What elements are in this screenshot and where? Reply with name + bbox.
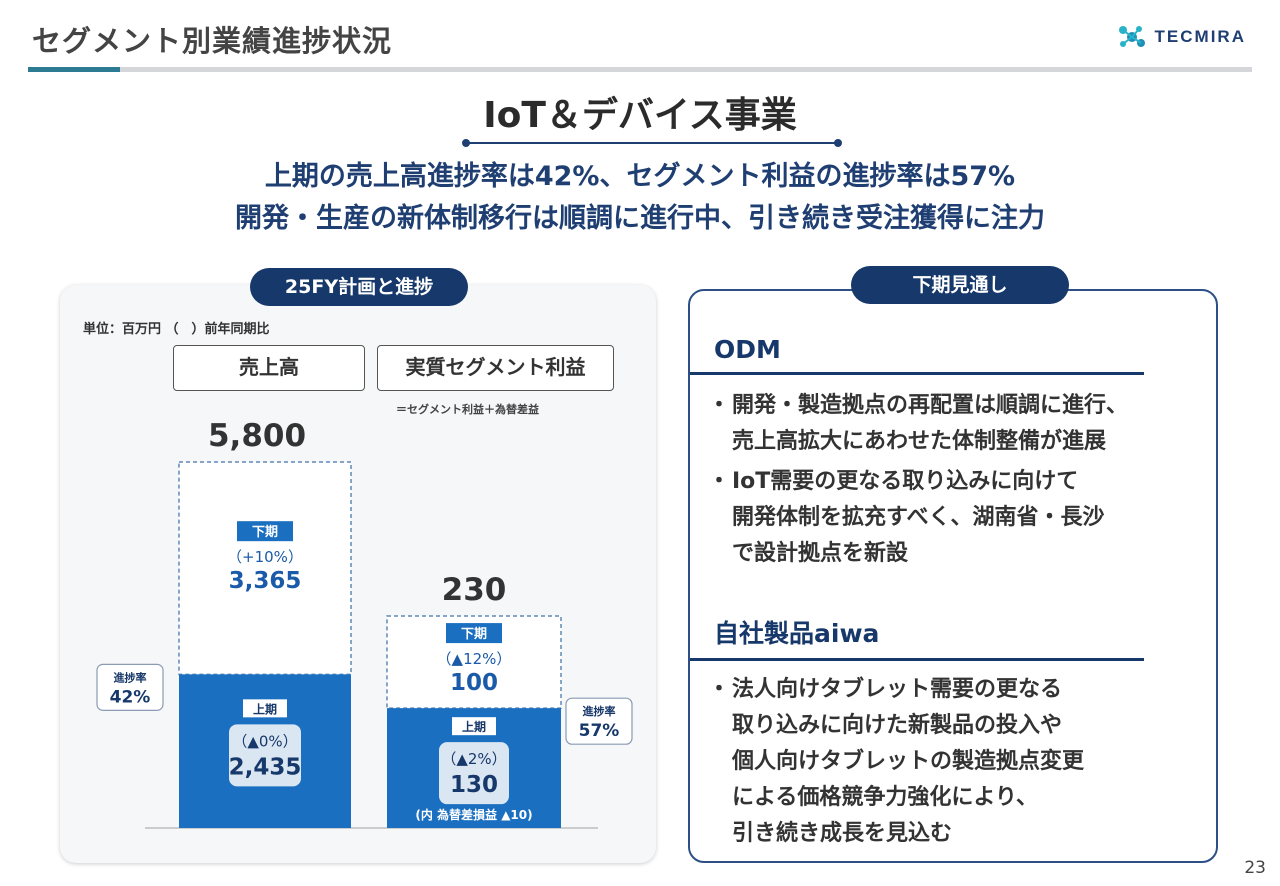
summary-line-2: 開発・生産の新体制移行は順調に進行中、引き続き受注獲得に注力 <box>235 203 1045 234</box>
profit-column-header: 実質セグメント利益 <box>377 345 614 391</box>
h1-tag-bg-2 <box>452 717 496 736</box>
underline-dot-right <box>834 139 842 147</box>
summary-line-1: 上期の売上高進捗率は42%、セグメント利益の進捗率は57% <box>264 161 1016 192</box>
unit-note: 単位：百万円 （ ）前年同期比 <box>83 322 270 337</box>
progress-callout-value-1: 42% <box>110 687 151 707</box>
company-logo: TECMIRA <box>1117 24 1246 50</box>
progress-callout-title-1: 進捗率 <box>114 670 147 684</box>
h2-value-label-2: 100 <box>450 670 498 696</box>
h1-yoy-label-2: （▲2%） <box>441 750 506 768</box>
page-title: セグメント別業績進捗状況 <box>32 24 393 58</box>
h1-tag-label-1: 上期 <box>253 701 277 716</box>
progress-callout-2 <box>565 697 633 745</box>
odm-rule <box>690 372 1144 375</box>
progress-callout-box-2 <box>565 697 633 745</box>
h1-tag-bg-1 <box>243 699 287 718</box>
progress-callout-1 <box>96 663 164 711</box>
h1-value-label-2: 130 <box>450 772 498 798</box>
h2-yoy-label-1: （+10%） <box>227 548 303 566</box>
h2-value-label-1: 3,365 <box>229 568 302 594</box>
header-divider-accent <box>28 67 120 72</box>
total-label-1: 5,800 <box>208 418 306 454</box>
h1-value-box-2 <box>439 742 509 805</box>
h2-tag-bg-1 <box>237 521 293 542</box>
h1-value-label-1: 2,435 <box>229 754 302 780</box>
odm-bullet-2: IoT需要の更なる取り込みに向けて 開発体制を拡充すべく、湖南省・長沙 で設計拠… <box>708 464 1192 572</box>
aiwa-bullet-1: 法人向けタブレット需要の更なる 取り込みに向けた新製品の投入や 個人向けタブレッ… <box>708 672 1192 852</box>
aiwa-bullet-list: 法人向けタブレット需要の更なる 取り込みに向けた新製品の投入や 個人向けタブレッ… <box>708 672 1192 852</box>
h2-tag-label-2: 下期 <box>461 627 487 642</box>
logo-text: TECMIRA <box>1154 27 1246 46</box>
h1-tag-label-2: 上期 <box>462 719 486 734</box>
profit-definition-note: ＝セグメント利益＋為替差益 <box>396 403 539 416</box>
fx-note-2: (内 為替差損益 ▲10) <box>415 807 532 822</box>
odm-bullet-list: 開発・製造拠点の再配置は順調に進行、 売上高拡大にあわせた体制整備が進展 IoT… <box>708 388 1192 572</box>
tecmira-logo-icon <box>1118 26 1145 47</box>
progress-callout-value-2: 57% <box>579 721 620 741</box>
section-title: IoT＆デバイス事業 <box>483 95 797 136</box>
aiwa-heading: 自社製品aiwa <box>714 619 880 648</box>
outlook-pill: 下期見通し <box>851 266 1069 304</box>
sales-column-header: 売上高 <box>173 345 365 391</box>
h2-tag-label-1: 下期 <box>252 525 278 540</box>
h1-yoy-label-1: （▲0%） <box>232 732 297 750</box>
odm-heading: ODM <box>714 335 781 364</box>
odm-bullet-1: 開発・製造拠点の再配置は順調に進行、 売上高拡大にあわせた体制整備が進展 <box>708 388 1192 460</box>
h2-plan-bar-1 <box>178 461 352 676</box>
page-number: 23 <box>1244 858 1266 878</box>
h2-yoy-label-2: （▲12%） <box>437 650 512 668</box>
underline-dot-left <box>462 139 470 147</box>
header-divider <box>28 67 1252 72</box>
h1-value-box-1 <box>229 724 301 787</box>
plan-progress-pill: 25FY計画と進捗 <box>250 268 468 306</box>
h2-tag-bg-2 <box>446 623 502 644</box>
progress-callout-box-1 <box>96 663 164 711</box>
total-label-2: 230 <box>442 572 507 608</box>
progress-callout-title-2: 進捗率 <box>583 704 616 718</box>
section-title-underline <box>466 142 838 144</box>
aiwa-rule <box>690 658 1144 661</box>
